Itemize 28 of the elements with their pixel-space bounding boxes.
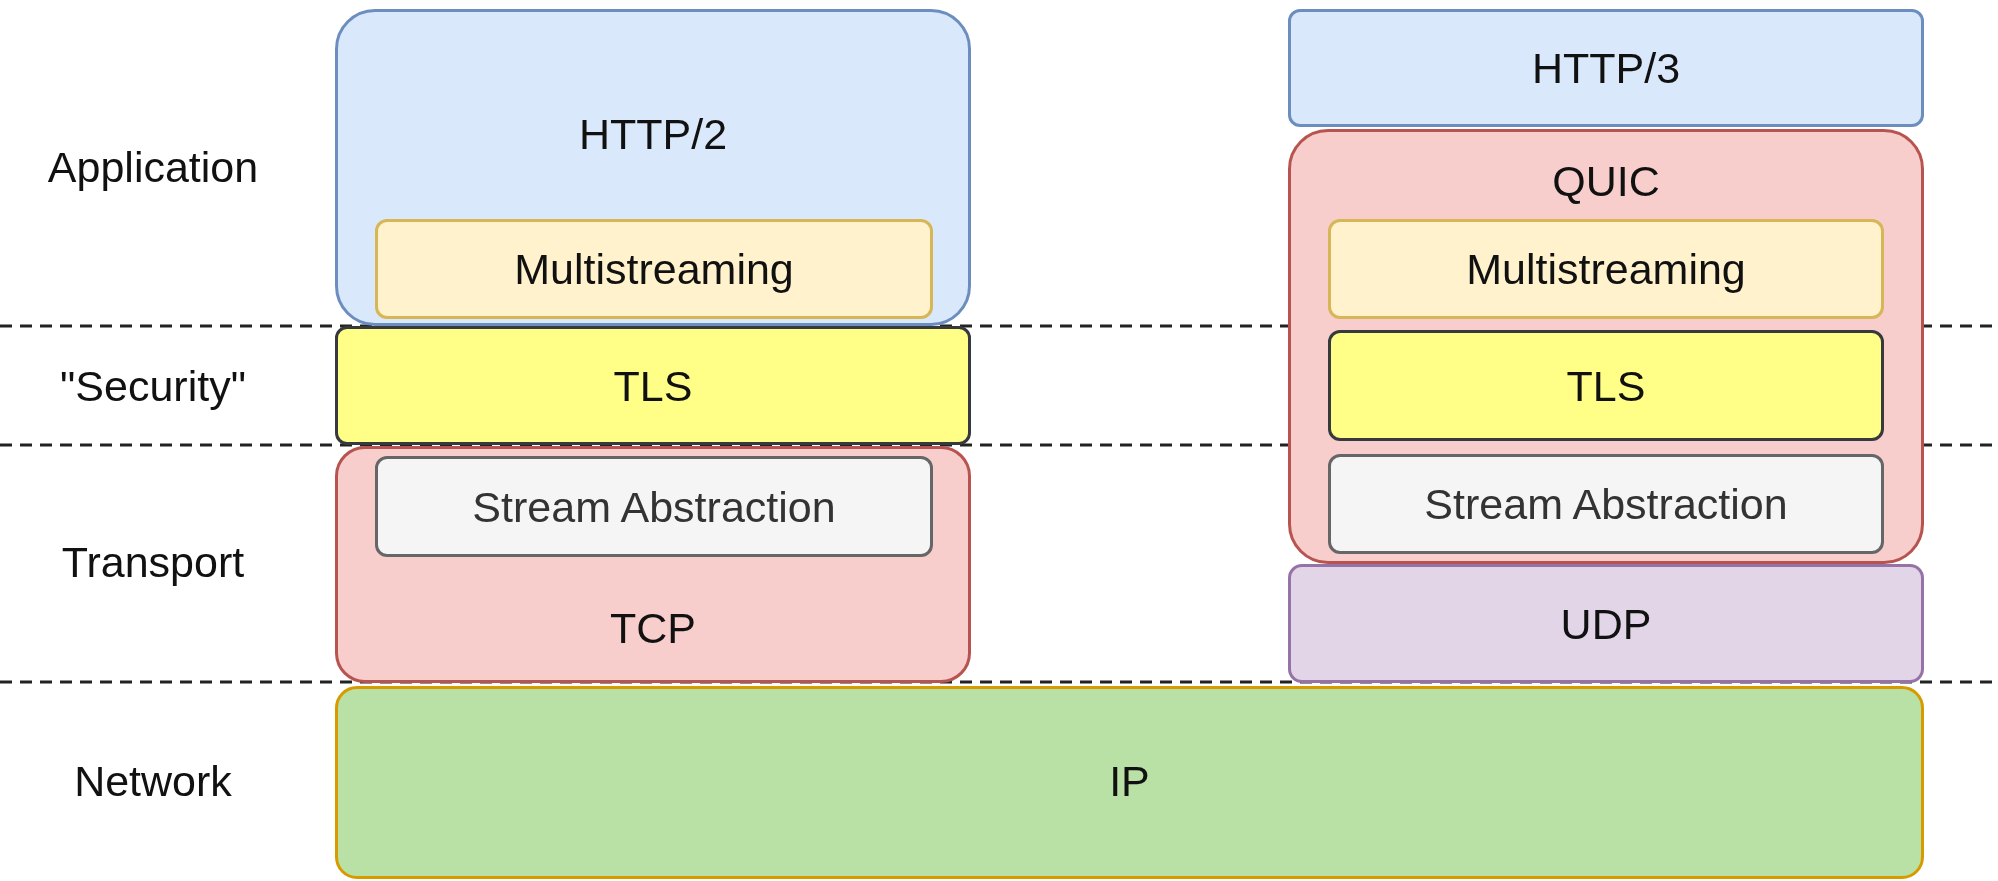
protocol-layer-box <box>1328 330 1884 441</box>
protocol-layer-box <box>335 446 971 683</box>
protocol-layer-box <box>1288 564 1924 683</box>
protocol-name: Stream Abstraction <box>471 482 837 532</box>
layer-name: Application <box>47 142 259 192</box>
protocol-name: QUIC <box>1551 156 1661 206</box>
protocol-layer-box <box>335 9 971 326</box>
protocol-name: Multistreaming <box>1465 244 1747 294</box>
protocol-name: TLS <box>612 361 694 411</box>
protocol-layer-box <box>1288 9 1924 127</box>
protocol-name: TCP <box>609 603 697 653</box>
protocol-name: IP <box>1108 756 1151 806</box>
protocol-name: Multistreaming <box>513 244 795 294</box>
protocol-name: Stream Abstraction <box>1423 479 1789 529</box>
protocol-name: HTTP/2 <box>577 109 729 159</box>
protocol-layer-box <box>1328 219 1884 319</box>
protocol-layer-box <box>1288 129 1924 564</box>
protocol-layer-box <box>375 219 933 319</box>
protocol-layer-box <box>335 326 971 445</box>
protocol-name: UDP <box>1559 599 1653 649</box>
protocol-layer-box <box>1328 454 1884 554</box>
protocol-layer-box <box>375 456 933 557</box>
layer-name: Network <box>74 756 232 806</box>
protocol-name: HTTP/3 <box>1530 43 1682 93</box>
layer-name: "Security" <box>60 361 246 411</box>
protocol-layer-box <box>335 686 1924 879</box>
layer-name: Transport <box>61 537 245 587</box>
protocol-name: TLS <box>1565 361 1647 411</box>
